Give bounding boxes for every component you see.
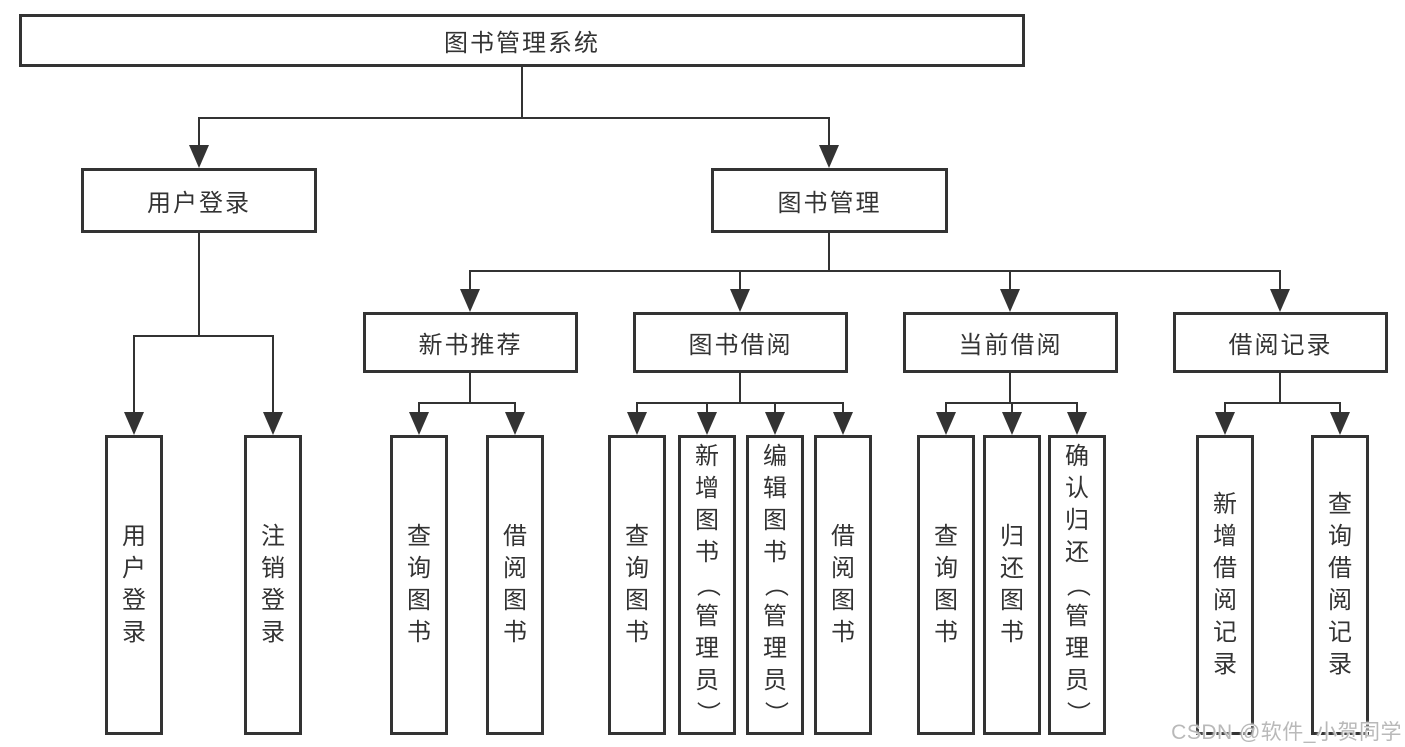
node-new-book-recommend: 新书推荐 [363,312,578,373]
leaf-query-borrow-record-label: 查询借阅记录 [1328,491,1352,678]
node-user-login: 用户登录 [81,168,317,233]
node-current-borrow: 当前借阅 [903,312,1118,373]
watermark: CSDN @软件_小贺同学 [1171,721,1402,744]
leaf-user-login-label: 用户登录 [122,523,146,646]
leaf-borrow-books-recommend: 借阅图书 [486,435,544,735]
node-root-label: 图书管理系统 [444,30,600,57]
leaf-confirm-return-admin: 确认归还（管理员） [1048,435,1106,735]
leaf-query-books-borrow-label: 查询图书 [625,523,649,646]
leaf-query-borrow-record: 查询借阅记录 [1311,435,1369,735]
leaf-query-books-current: 查询图书 [917,435,975,735]
node-book-borrow-label: 图书借阅 [688,332,793,359]
node-book-management-label: 图书管理 [777,190,882,217]
leaf-query-books-current-label: 查询图书 [934,523,958,646]
leaf-borrow-books-recommend-label: 借阅图书 [503,523,527,646]
node-borrow-records-label: 借阅记录 [1228,332,1333,359]
leaf-edit-book-admin-label: 编辑图书（管理员） [762,443,789,726]
leaf-add-borrow-record-label: 新增借阅记录 [1213,491,1237,678]
leaf-add-book-admin: 新增图书（管理员） [678,435,736,735]
leaf-logout-label: 注销登录 [261,523,285,646]
leaf-query-books-recommend-label: 查询图书 [407,523,431,646]
leaf-query-books-borrow: 查询图书 [608,435,666,735]
node-book-borrow: 图书借阅 [633,312,848,373]
leaf-return-books-label: 归还图书 [1000,523,1024,646]
leaf-query-books-recommend: 查询图书 [390,435,448,735]
leaf-logout: 注销登录 [244,435,302,735]
leaf-borrow-books: 借阅图书 [814,435,872,735]
node-new-book-recommend-label: 新书推荐 [418,332,523,359]
leaf-edit-book-admin: 编辑图书（管理员） [746,435,804,735]
leaf-user-login: 用户登录 [105,435,163,735]
node-book-management: 图书管理 [711,168,948,233]
node-borrow-records: 借阅记录 [1173,312,1388,373]
leaf-return-books: 归还图书 [983,435,1041,735]
leaf-add-book-admin-label: 新增图书（管理员） [694,443,721,726]
leaf-borrow-books-label: 借阅图书 [831,523,855,646]
node-current-borrow-label: 当前借阅 [958,332,1063,359]
leaf-add-borrow-record: 新增借阅记录 [1196,435,1254,735]
node-user-login-label: 用户登录 [147,190,251,217]
leaf-confirm-return-admin-label: 确认归还（管理员） [1064,443,1091,726]
node-root: 图书管理系统 [19,14,1025,67]
